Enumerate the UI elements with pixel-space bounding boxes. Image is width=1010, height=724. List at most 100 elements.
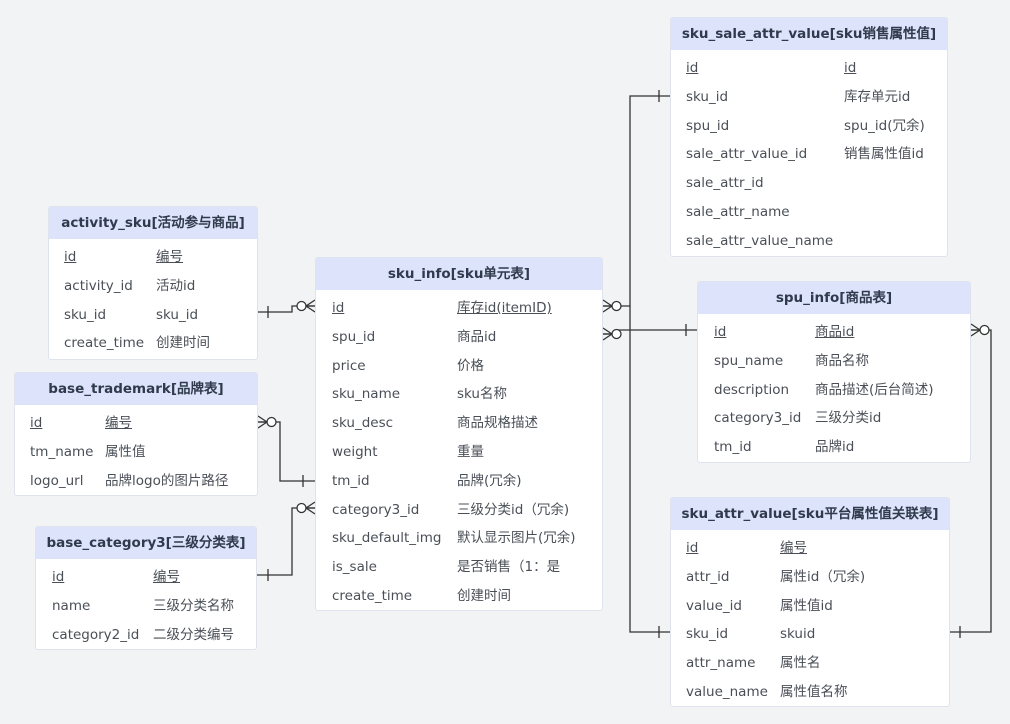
field-description: 创建时间 xyxy=(156,335,210,352)
primary-key-field: id xyxy=(30,415,43,431)
crow-foot-marker xyxy=(257,415,268,429)
primary-key-field: id xyxy=(686,540,699,556)
field-description: 属性名 xyxy=(780,655,821,672)
relationship-line xyxy=(603,95,670,307)
attribute-row[interactable]: sale_attr_id xyxy=(671,169,947,198)
field-name: sku_id xyxy=(686,626,729,643)
field-name: sale_attr_name xyxy=(686,203,790,220)
field-description: 三级分类id（冗余) xyxy=(457,501,570,518)
field-description: 编号 xyxy=(156,249,183,265)
field-name: tm_name xyxy=(30,443,94,460)
attribute-row[interactable]: category3_id 三级分类id（冗余) xyxy=(316,496,602,525)
attribute-row[interactable]: sku_id 库存单元id xyxy=(671,83,947,112)
field-name: spu_name xyxy=(714,352,784,369)
zero-marker xyxy=(296,300,307,312)
crow-foot-marker xyxy=(305,501,316,515)
field-description: 活动id xyxy=(156,277,196,294)
relationship-line xyxy=(629,306,670,633)
relationship-line xyxy=(258,421,315,482)
field-description: skuid xyxy=(780,626,816,643)
entity-title: spu_info[商品表] xyxy=(698,282,970,314)
field-description: 品牌logo的图片路径 xyxy=(105,472,229,489)
field-description: 商品id xyxy=(815,324,855,340)
field-name: category3_id xyxy=(332,501,420,518)
field-description: 价格 xyxy=(457,357,484,374)
attribute-row[interactable]: sale_attr_value_name xyxy=(671,227,947,256)
field-name: sale_attr_value_id xyxy=(686,146,808,163)
field-description: 默认显示图片(冗余) xyxy=(457,530,576,547)
entity-title: base_category3[三级分类表] xyxy=(36,527,256,559)
field-name: category3_id xyxy=(714,410,802,427)
attribute-row[interactable]: sku_id skuid xyxy=(671,620,949,649)
field-description: spu_id(冗余) xyxy=(844,117,925,134)
attribute-row[interactable]: spu_id 商品id xyxy=(316,323,602,352)
crow-foot-marker xyxy=(970,323,981,337)
zero-marker xyxy=(611,300,622,312)
field-description: 二级分类编号 xyxy=(153,626,234,643)
field-name: spu_id xyxy=(332,328,376,345)
field-description: sku_id xyxy=(156,306,199,323)
primary-key-field: id xyxy=(52,569,65,585)
entity-title: sku_attr_value[sku平台属性值关联表] xyxy=(671,498,949,530)
field-description: 商品id xyxy=(457,328,497,345)
relationship-line xyxy=(257,507,315,576)
attribute-row[interactable]: spu_name 商品名称 xyxy=(698,347,970,376)
field-name: is_sale xyxy=(332,559,377,576)
entity-title: base_trademark[品牌表] xyxy=(15,373,257,405)
field-name: spu_id xyxy=(686,117,730,134)
attribute-row[interactable]: spu_id spu_id(冗余) xyxy=(671,112,947,141)
field-description: 创建时间 xyxy=(457,587,511,604)
field-name: value_name xyxy=(686,683,768,700)
field-name: sku_id xyxy=(686,88,729,105)
zero-marker xyxy=(296,502,307,514)
field-name: description xyxy=(714,381,790,398)
field-description: 三级分类名称 xyxy=(153,597,234,614)
field-description: 商品名称 xyxy=(815,352,869,369)
crow-foot-marker xyxy=(305,299,316,313)
field-description: sku名称 xyxy=(457,386,507,403)
field-name: sale_attr_id xyxy=(686,175,764,192)
field-description: 库存单元id xyxy=(844,88,911,105)
field-description: id xyxy=(844,60,857,76)
attribute-row[interactable]: sale_attr_name xyxy=(671,198,947,227)
